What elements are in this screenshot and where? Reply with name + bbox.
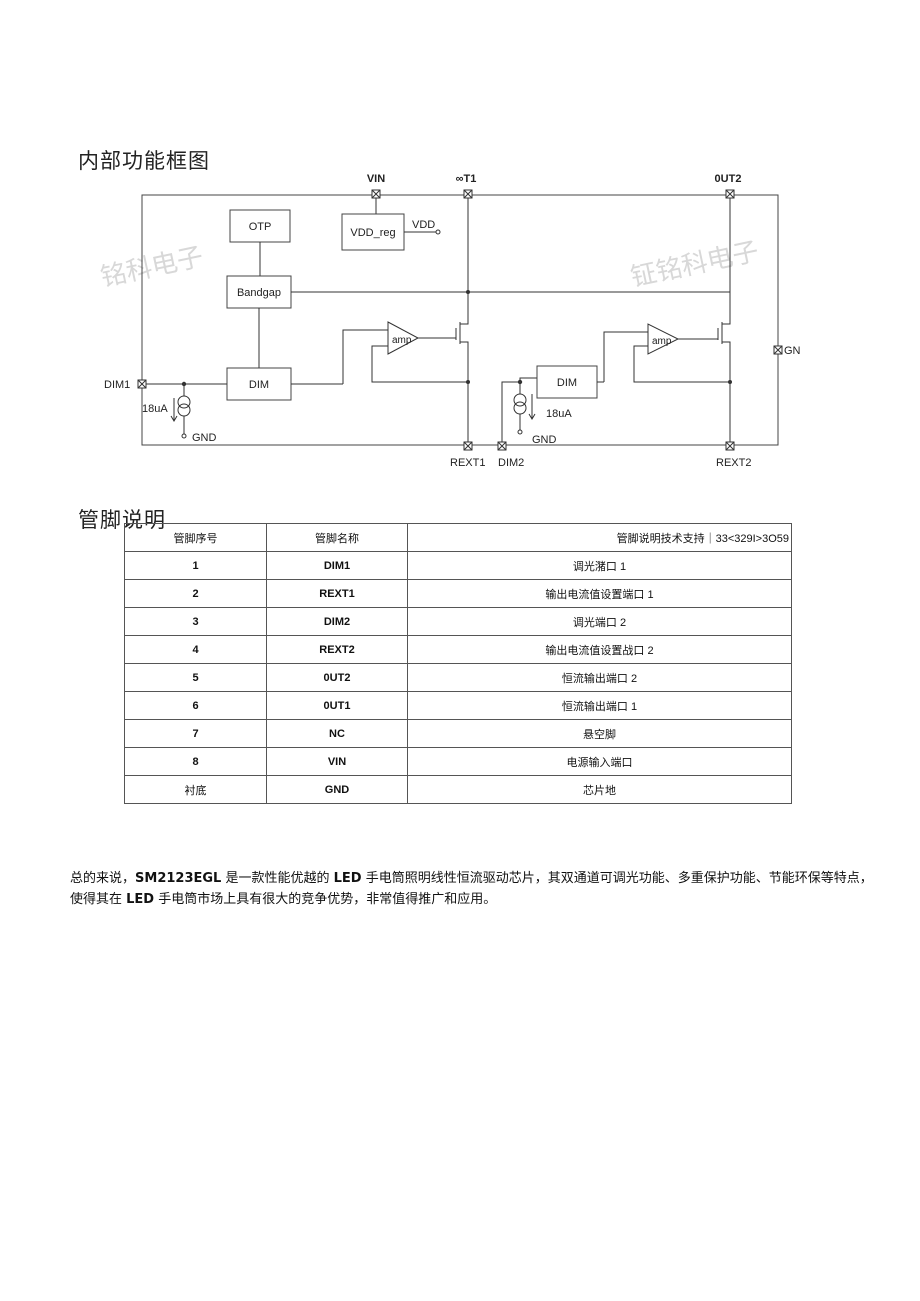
summary-text-3: 手电筒照明线性恒流驱动芯片，其双通道可调光功能、多重保护功能、节能环保等特点，使… — [70, 871, 873, 907]
pin-description: 恒流输出端口 1 — [407, 691, 792, 720]
summary-model: SM2123EGL — [135, 871, 222, 886]
out1-pin — [463, 189, 473, 199]
amp-1-label: amp — [392, 335, 412, 346]
dim-block-1 — [226, 367, 292, 401]
gnd-pin-label: GND — [784, 345, 800, 357]
pin-description: 输出电流值设置战口 2 — [407, 635, 792, 664]
dim-block-2 — [536, 365, 598, 399]
pin-name: DIM1 — [266, 551, 408, 580]
dim2-pin-label: DIM2 — [498, 457, 524, 468]
pin-number: 衬底 — [124, 775, 267, 804]
rext2-pin-label: REXT2 — [716, 457, 751, 468]
pin-description: 输出电流值设置端口 1 — [407, 579, 792, 608]
rext2-pin — [725, 441, 735, 451]
pin-description: 悬空脚 — [407, 719, 792, 748]
summary-led-2: LED — [126, 892, 155, 907]
pin-description: 调光端口 2 — [407, 607, 792, 636]
pin-number: 5 — [124, 663, 267, 692]
otp-block — [229, 209, 291, 243]
current-source-2-label: 18uA — [546, 408, 572, 420]
pin-description: 芯片地 — [407, 775, 792, 804]
pin-name: DIM2 — [266, 607, 408, 636]
pin-description: 恒流输出端口 2 — [407, 663, 792, 692]
dim2-pin — [497, 441, 507, 451]
pin-description: 调光潴口 1 — [407, 551, 792, 580]
pin-number: 2 — [124, 579, 267, 608]
header-pin-name: 管脚名称 — [266, 523, 408, 552]
out1-pin-label: ∞T1 — [456, 173, 477, 185]
gnd-node-2-label: GND — [532, 434, 557, 446]
pin-name: 0UT1 — [266, 691, 408, 720]
block-diagram: 铭科电子 钲铭科电子 OTP Bandgap DIM DIM1 18uA GND… — [100, 173, 800, 468]
amp-2-label: amp — [652, 336, 672, 347]
summary-text-1: 总的来说， — [70, 871, 136, 886]
pin-name: REXT2 — [266, 635, 408, 664]
vin-pin-label: VIN — [367, 173, 385, 185]
dim1-pin-label: DIM1 — [104, 379, 130, 391]
pin-number: 8 — [124, 747, 267, 776]
rext1-pin-label: REXT1 — [450, 457, 485, 468]
chip-outline — [141, 194, 779, 446]
pin-name: GND — [266, 775, 408, 804]
rext1-pin — [463, 441, 473, 451]
vdd-node-label: VDD — [412, 219, 435, 231]
vdd-reg-block — [341, 213, 405, 251]
watermark-left: 铭科电子 — [100, 242, 206, 293]
summary-paragraph: 总的来说，SM2123EGL 是一款性能优越的 LED 手电筒照明线性恒流驱动芯… — [70, 868, 882, 910]
out2-pin-label: 0UT2 — [715, 173, 742, 185]
pin-description: 电源输入端口 — [407, 747, 792, 776]
pin-number: 3 — [124, 607, 267, 636]
pin-name: VIN — [266, 747, 408, 776]
block-diagram-heading: 内部功能框图 — [78, 149, 210, 174]
header-pin-number: 管脚序号 — [124, 523, 267, 552]
header-pin-description: 管脚说明技术支持｜33<329I>3O59 — [407, 523, 792, 552]
pin-name: NC — [266, 719, 408, 748]
out2-pin — [725, 189, 735, 199]
summary-led-1: LED — [333, 871, 362, 886]
summary-text-2: 是一款性能优越的 — [221, 871, 334, 886]
gnd-node-1-label: GND — [192, 432, 217, 444]
dim-block-2-label: DIM — [557, 377, 577, 389]
vdd-reg-label: VDD_reg — [350, 227, 395, 239]
bandgap-label: Bandgap — [237, 287, 281, 299]
pin-name: REXT1 — [266, 579, 408, 608]
pin-number: 1 — [124, 551, 267, 580]
pin-table-header-row: 管脚序号 管脚名称 管脚说明技术支持｜33<329I>3O59 — [124, 523, 792, 552]
otp-label: OTP — [249, 221, 272, 233]
pin-name: 0UT2 — [266, 663, 408, 692]
gnd-pin — [773, 345, 783, 355]
pin-number: 4 — [124, 635, 267, 664]
vin-pin — [371, 189, 381, 199]
pin-number: 7 — [124, 719, 267, 748]
summary-text-4: 手电筒市场上具有很大的竞争优势，非常值得推广和应用。 — [154, 892, 497, 907]
watermark-right: 钲铭科电子 — [628, 237, 761, 293]
current-source-1-label: 18uA — [142, 403, 168, 415]
pin-number: 6 — [124, 691, 267, 720]
dim-block-1-label: DIM — [249, 379, 269, 391]
